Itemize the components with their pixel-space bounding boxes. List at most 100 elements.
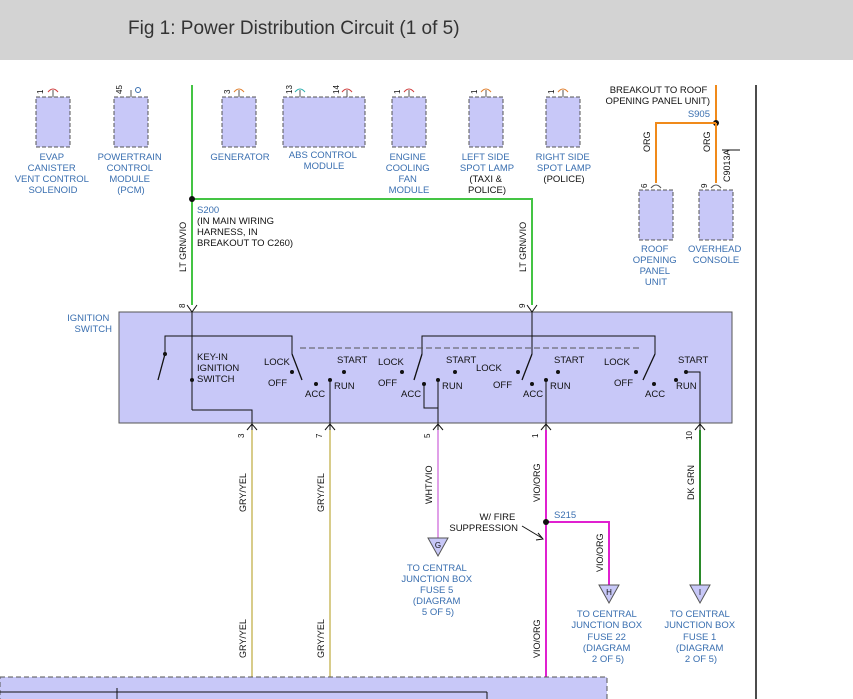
s2-lock: LOCK	[378, 357, 405, 368]
evap-label-4: SOLENOID	[28, 185, 77, 196]
s905-id: S905	[688, 109, 710, 120]
connector-i-label-2: JUNCTION BOX	[664, 620, 735, 631]
svg-text:OVERHEAD CONSOLE: OVERHEAD CONSOLE	[688, 244, 744, 266]
svg-text:(TAXI & POLICE): (TAXI & POLICE)	[468, 174, 506, 196]
right-spot-label-1: RIGHT SIDE	[536, 152, 590, 163]
key-in-label-1: KEY-IN	[197, 352, 228, 363]
lt-grn-label-1: LT GRN/VIO	[178, 222, 188, 272]
org-wire-label-1: ORG	[642, 131, 652, 152]
vio-org-label-3: VIO/ORG	[532, 619, 542, 658]
s200-splice: S200 (IN MAIN WIRING HARNESS, IN BREAKOU…	[197, 205, 293, 249]
pcm-component[interactable]: 45 POWERTRAIN CONTROL MODULE (PCM)	[98, 85, 165, 196]
connector-h-label-2: JUNCTION BOX	[571, 620, 642, 631]
abs-pin-a: 13	[285, 85, 294, 94]
svg-text:TO CENTRAL JUNCTION BOX: TO CENTRAL JUNCTION BOX FUSE 22 (DIAGRAM…	[571, 609, 644, 665]
pcm-label-1: POWERTRAIN	[98, 152, 162, 163]
s905-breakout: BREAKOUT TO ROOF OPENING PANEL UNIT) S90…	[605, 85, 740, 183]
overhead-label-1: OVERHEAD	[688, 244, 741, 255]
bottom-pin-7: 7	[315, 433, 324, 438]
abs-component[interactable]: 13 14 ABS CONTROL MODULE	[282, 85, 366, 172]
connector-i-label-3: FUSE 1	[683, 632, 716, 643]
bottom-pin-3: 3	[237, 433, 246, 438]
key-in-label-2: IGNITION	[197, 363, 239, 374]
key-in-label-3: SWITCH	[197, 374, 235, 385]
s4-start: START	[678, 355, 708, 366]
roof-panel-label-4: UNIT	[645, 277, 667, 288]
roof-panel-component[interactable]: 6 ROOF OPENING PANEL UNIT	[633, 183, 679, 288]
connector-h[interactable]: H TO CENTRAL JUNCTION BOX FUSE 22 (DIAGR…	[571, 584, 644, 665]
connector-h-label-1: TO CENTRAL	[577, 609, 637, 620]
title-bar: Fig 1: Power Distribution Circuit (1 of …	[0, 0, 853, 60]
top-pin-9: 9	[518, 303, 527, 308]
s215-id: S215	[554, 510, 576, 521]
wht-vio-wire: WHT/VIO	[424, 430, 439, 538]
left-spot-label-2: SPOT LAMP	[460, 163, 514, 174]
dk-grn-wire: DK GRN	[686, 430, 701, 585]
generator-pin: 3	[223, 89, 232, 94]
right-spot-pin: 1	[547, 89, 556, 94]
svg-text:(IN MAIN WIRING HARNESS,: (IN MAIN WIRING HARNESS, IN BREAKOUT TO …	[197, 216, 293, 249]
roof-panel-label-1: ROOF	[641, 244, 669, 255]
s200-note-2: HARNESS, IN	[197, 227, 258, 238]
svg-text:BREAKOUT TO ROOF OPENING: BREAKOUT TO ROOF OPENING PANEL UNIT)	[605, 85, 710, 107]
lt-grn-vio-wiring: LT GRN/VIO LT GRN/VIO	[178, 85, 533, 305]
fan-label-1: ENGINE	[389, 152, 425, 163]
connector-i[interactable]: I TO CENTRAL JUNCTION BOX FUSE 1 (DIAGRA…	[664, 584, 737, 665]
connector-h-label-4: (DIAGRAM	[583, 643, 631, 654]
overhead-console-component[interactable]: 9 OVERHEAD CONSOLE	[688, 183, 744, 266]
gry-yel-label-3: GRY/YEL	[238, 619, 248, 658]
vio-org-label-1: VIO/ORG	[532, 463, 542, 502]
bottom-module-partial	[0, 676, 608, 699]
s1-run: RUN	[334, 381, 355, 392]
svg-text:GENERATOR: GENERATOR	[210, 152, 269, 163]
s1-start: START	[337, 355, 367, 366]
gry-yel-wires: GRY/YEL GRY/YEL GRY/YEL GRY/YEL	[238, 430, 331, 699]
abs-label-2: MODULE	[304, 161, 345, 172]
vio-org-wire: VIO/ORG VIO/ORG VIO/ORG S215 W/ FIRE SUP…	[449, 430, 610, 699]
s905-note-1: BREAKOUT TO ROOF	[610, 85, 708, 96]
svg-text:POWERTRAIN CONTROL: POWERTRAIN CONTROL MODULE (PCM)	[98, 152, 165, 196]
s3-lock: LOCK	[476, 363, 503, 374]
evap-component[interactable]: 1 EVAP CANISTER VENT CONTROL SOLENOID	[15, 88, 92, 196]
generator-component[interactable]: 3 GENERATOR	[210, 88, 270, 163]
svg-text:LEFT SIDE SPOT LAMP: LEFT SIDE SPOT LAMP	[460, 152, 514, 174]
fan-label-2: COOLING	[386, 163, 430, 174]
connector-h-label-3: FUSE 22	[587, 632, 626, 643]
evap-label-3: VENT CONTROL	[15, 174, 89, 185]
bottom-pin-5: 5	[423, 433, 432, 438]
dk-grn-label: DK GRN	[686, 465, 696, 500]
gry-yel-label-4: GRY/YEL	[316, 619, 326, 658]
pcm-label-4: (PCM)	[117, 185, 144, 196]
s2-off: OFF	[378, 378, 397, 389]
connector-i-letter: I	[699, 588, 701, 597]
svg-text:(POLICE): (POLICE)	[543, 174, 584, 185]
connector-i-label-1: TO CENTRAL	[670, 609, 730, 620]
fan-label-3: FAN	[398, 174, 417, 185]
s200-note-3: BREAKOUT TO C260)	[197, 238, 293, 249]
left-spot-label-1: LEFT SIDE	[462, 152, 510, 163]
left-spot-lamp-component[interactable]: 1 LEFT SIDE SPOT LAMP (TAXI & POLICE)	[460, 88, 514, 196]
right-spot-lamp-component[interactable]: 1 RIGHT SIDE SPOT LAMP (POLICE)	[536, 88, 593, 185]
connector-g-letter: G	[435, 541, 441, 550]
svg-text:ENGINE COOLING FAN: ENGINE COOLING FAN MODULE	[386, 152, 432, 196]
s3-acc: ACC	[523, 389, 543, 400]
connector-g[interactable]: G TO CENTRAL JUNCTION BOX FUSE 5 (DIAGRA…	[401, 537, 474, 618]
connector-g-label-5: 5 OF 5)	[422, 607, 454, 618]
left-spot-pin: 1	[470, 89, 479, 94]
s4-acc: ACC	[645, 389, 665, 400]
s905-note-2: OPENING PANEL UNIT)	[605, 96, 710, 107]
connector-g-label-4: (DIAGRAM	[413, 596, 461, 607]
s3-off: OFF	[493, 380, 512, 391]
svg-text:EVAP CANISTER VENT: EVAP CANISTER VENT CONTROL SOLENOID	[15, 152, 92, 196]
svg-text:W/ FIRE SUPPRESSION: W/ FIRE SUPPRESSION	[449, 512, 518, 534]
ignition-switch[interactable]: IGNITION SWITCH 8 9 KEY-IN IGNITION SWIT…	[67, 303, 733, 440]
s215-note-1: W/ FIRE	[479, 512, 515, 523]
bottom-pin-1: 1	[531, 433, 540, 438]
generator-label: GENERATOR	[210, 152, 269, 163]
s3-start: START	[554, 355, 584, 366]
org-wire-label-2: ORG	[702, 131, 712, 152]
svg-text:IGNITION SWITCH: IGNITION SWITCH	[67, 313, 112, 335]
svg-text:ABS CONTROL MODULE: ABS CONTROL MODULE	[289, 150, 359, 172]
fan-component[interactable]: 1 ENGINE COOLING FAN MODULE	[386, 88, 432, 196]
